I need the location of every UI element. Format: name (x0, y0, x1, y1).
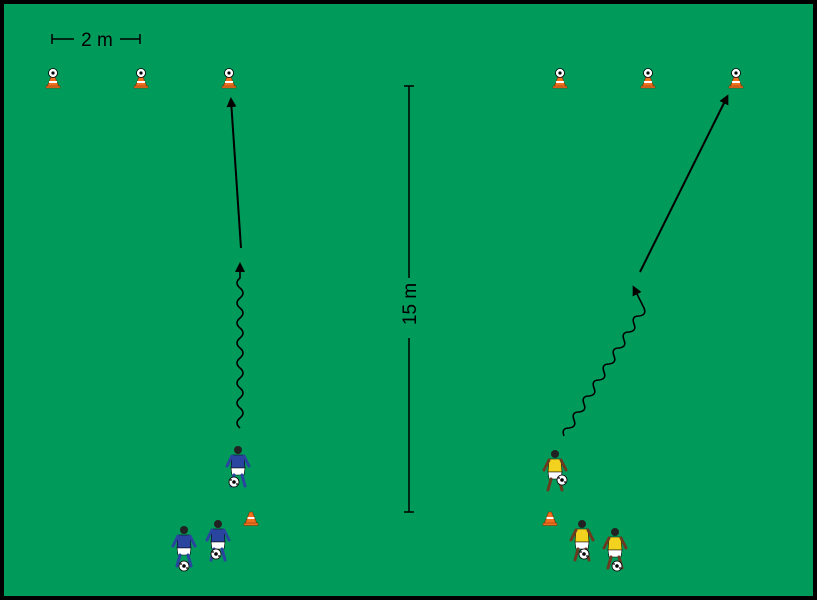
ball-icon (178, 560, 190, 572)
ball-icon (556, 474, 568, 486)
right-shot-arrow (639, 94, 729, 273)
ball-icon (578, 548, 590, 560)
left-dribble-path (235, 262, 245, 429)
width-label: 2 m (81, 30, 113, 51)
length-label: 15 m (400, 283, 421, 325)
left-drill-paths (226, 97, 245, 429)
ball-icon (611, 560, 623, 572)
ball-icon (210, 548, 222, 560)
right-dribble-path (562, 285, 646, 437)
length-dimension: 15 m (400, 85, 421, 513)
width-dimension: 2 m (51, 30, 141, 51)
ball-icon (228, 476, 240, 488)
left-shot-arrow (226, 97, 242, 249)
right-drill-paths (562, 94, 729, 437)
